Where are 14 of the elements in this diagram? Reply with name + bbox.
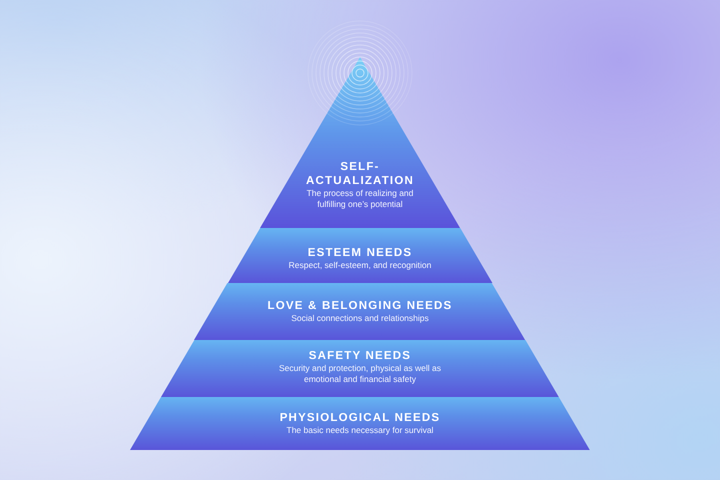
tier-description: Respect, self-esteem, and recognition <box>288 260 432 271</box>
tier-heading: SELF-ACTUALIZATION <box>304 160 415 188</box>
tier-heading: ESTEEM NEEDS <box>308 246 412 260</box>
tier-heading: SAFETY NEEDS <box>308 349 412 363</box>
pyramid-tier <box>161 340 559 397</box>
tier-description: Security and protection, physical as well as emotional and financial safety <box>278 363 442 385</box>
pyramid-tier <box>130 397 590 450</box>
tier-description: Social connections and relationships <box>291 313 429 324</box>
tier-description: The basic needs necessary for survival <box>286 425 434 436</box>
tier-heading: PHYSIOLOGICAL NEEDS <box>280 411 440 425</box>
pyramid-tier <box>194 283 526 340</box>
pyramid-tier <box>228 228 492 283</box>
tier-heading: LOVE & BELONGING NEEDS <box>268 299 452 313</box>
tier-description: The process of realizing and fulfilling one’s potential <box>306 188 414 210</box>
